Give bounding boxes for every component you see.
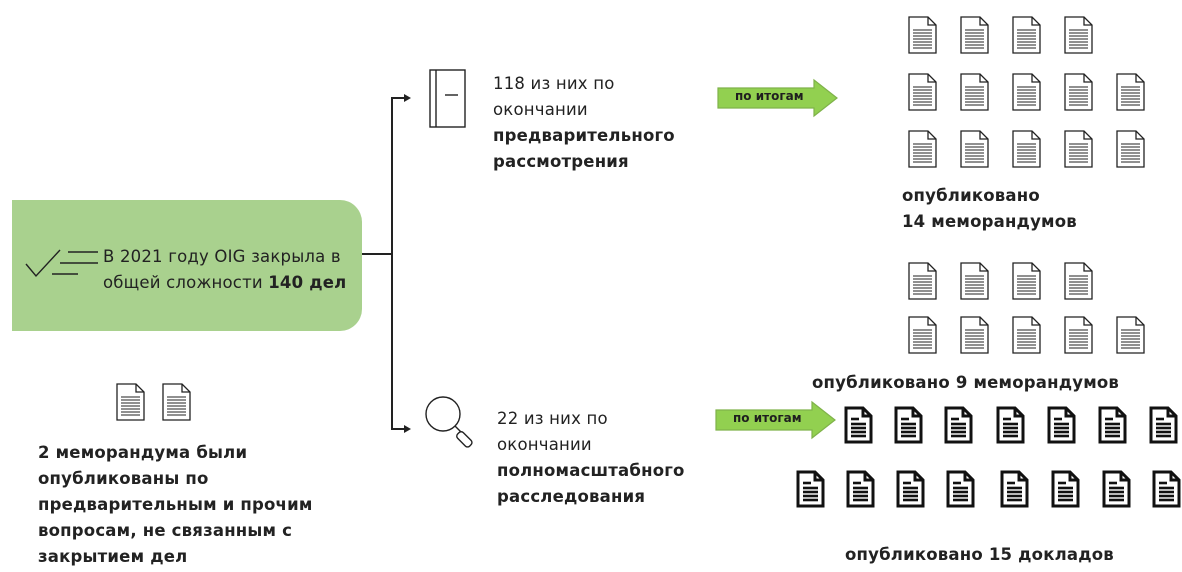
document-icon [908, 130, 937, 168]
report-document-icon [1102, 470, 1131, 508]
document-icon [1012, 316, 1041, 354]
report-document-icon [1051, 470, 1080, 508]
summary-line2: общей сложности 140 дел [103, 270, 363, 296]
document-icon [960, 73, 989, 111]
document-icon [960, 130, 989, 168]
result-arrow-preliminary-label: по итогам [735, 89, 804, 103]
connector-top-branch [391, 97, 405, 99]
connector-bottom-arrowhead [404, 425, 411, 433]
magnifier-icon [425, 396, 473, 448]
report-document-icon [896, 470, 925, 508]
document-icon [908, 73, 937, 111]
document-icon [960, 316, 989, 354]
report-document-icon [894, 406, 923, 444]
report-document-icon [846, 470, 875, 508]
document-icon [1064, 73, 1093, 111]
other-line4: вопросам, не связанным с [38, 521, 293, 540]
branch-preliminary-line3: предварительного [493, 126, 675, 145]
document-icon [1116, 130, 1145, 168]
other-line3: предварительным и прочим [38, 495, 313, 514]
connector-horizontal [362, 253, 392, 255]
report-document-icon [1098, 406, 1127, 444]
result-arrow-full [715, 400, 836, 440]
other-line2: опубликованы по [38, 469, 209, 488]
document-icon [960, 16, 989, 54]
document-icon [1012, 73, 1041, 111]
document-icon [908, 16, 937, 54]
result-full-reports: опубликовано 15 докладов [845, 545, 1114, 564]
document-icon [1064, 316, 1093, 354]
document-icon [162, 383, 191, 421]
checklist-icon [25, 249, 98, 278]
book-icon [429, 69, 466, 128]
other-line5: закрытием дел [38, 547, 188, 566]
result-arrow-preliminary [717, 78, 838, 118]
document-icon [1116, 316, 1145, 354]
report-document-icon [1149, 406, 1178, 444]
summary-total-count: 140 дел [268, 273, 347, 292]
branch-full-line3: полномасштабного [497, 461, 685, 480]
document-icon [1064, 262, 1093, 300]
other-line1: 2 меморандума были [38, 443, 248, 462]
report-document-icon [996, 406, 1025, 444]
branch-full-line4: расследования [497, 487, 646, 506]
document-icon [1064, 130, 1093, 168]
summary-line1: В 2021 году OIG закрыла в [103, 247, 341, 266]
document-icon [1012, 262, 1041, 300]
document-icon [1116, 73, 1145, 111]
document-icon [908, 262, 937, 300]
report-document-icon [946, 470, 975, 508]
result-preliminary-line1: опубликовано [902, 186, 1040, 205]
report-document-icon [1047, 406, 1076, 444]
document-icon [116, 383, 145, 421]
summary-box [12, 200, 362, 331]
report-document-icon [1152, 470, 1181, 508]
report-document-icon [1000, 470, 1029, 508]
document-icon [1012, 130, 1041, 168]
connector-top-arrowhead [404, 94, 411, 102]
report-document-icon [944, 406, 973, 444]
branch-preliminary-text: 118 из них по окончании предварительного… [493, 71, 713, 175]
connector-vertical [391, 97, 393, 429]
summary-text: В 2021 году OIG закрыла в общей сложност… [103, 244, 363, 296]
report-document-icon [844, 406, 873, 444]
document-icon [1064, 16, 1093, 54]
document-icon [960, 262, 989, 300]
connector-bottom-branch [391, 428, 405, 430]
branch-full-line2: окончании [497, 435, 592, 454]
other-text: 2 меморандума были опубликованы по предв… [38, 440, 368, 570]
branch-preliminary-line4: рассмотрения [493, 152, 629, 171]
branch-full-line1: 22 из них по [497, 409, 608, 428]
report-document-icon [796, 470, 825, 508]
branch-full-text: 22 из них по окончании полномасштабного … [497, 406, 727, 510]
result-preliminary-line2: 14 меморандумов [902, 212, 1077, 231]
branch-preliminary-line1: 118 из них по [493, 74, 615, 93]
branch-preliminary-line2: окончании [493, 100, 588, 119]
summary-line2-prefix: общей сложности [103, 273, 269, 292]
document-icon [908, 316, 937, 354]
result-arrow-full-label: по итогам [733, 411, 802, 425]
document-icon [1012, 16, 1041, 54]
result-full-memo: опубликовано 9 меморандумов [812, 373, 1120, 392]
